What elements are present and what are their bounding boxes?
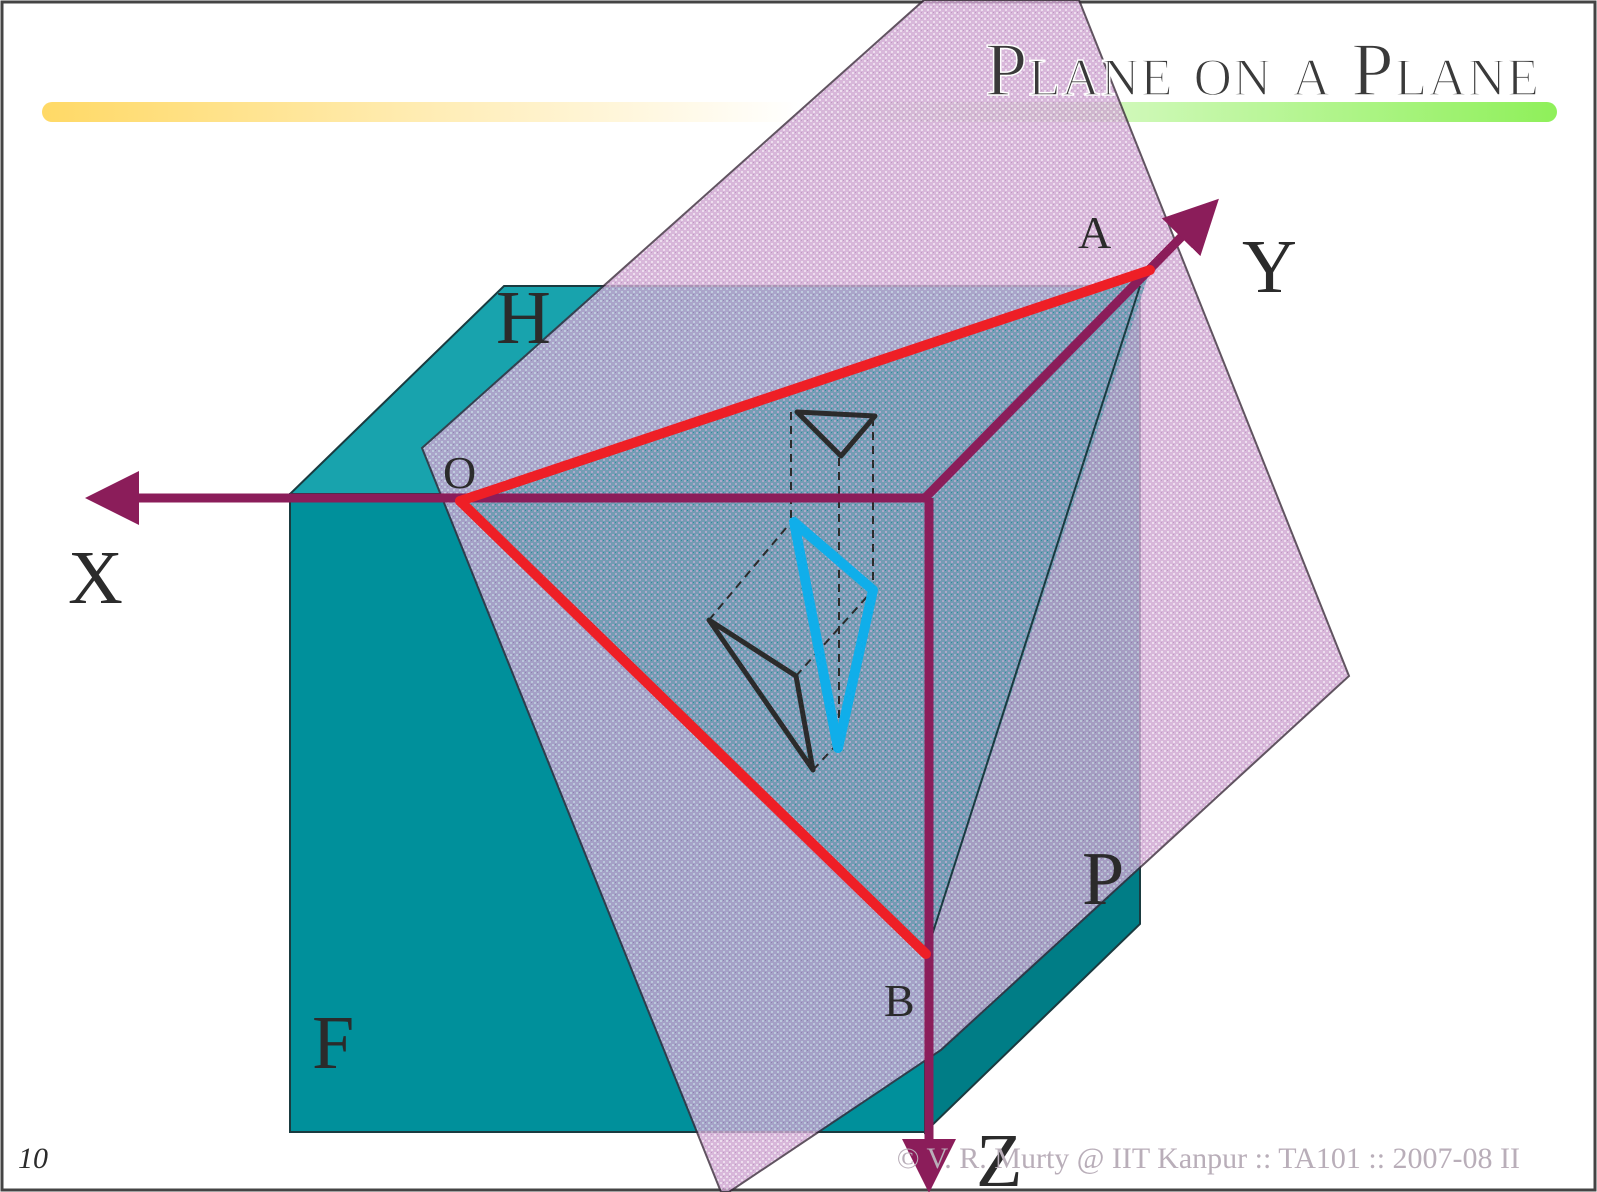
label-horizontal-plane: H: [496, 276, 551, 360]
label-point-a: A: [1078, 207, 1111, 258]
page-number: 10: [18, 1142, 48, 1175]
top-view-triangle: [794, 409, 878, 459]
label-x-axis: X: [68, 536, 123, 620]
label-y-axis: Y: [1242, 225, 1297, 309]
projector-lines: [708, 412, 874, 771]
label-frontal-plane: F: [312, 1001, 354, 1085]
label-point-o: O: [443, 447, 476, 498]
label-z-axis: Z: [976, 1119, 1022, 1192]
front-view-triangle: [706, 617, 816, 773]
label-point-b: B: [884, 975, 915, 1026]
footer-credit: © V. R. Murty @ IIT Kanpur :: TA101 :: 2…: [897, 1142, 1520, 1175]
label-profile-plane: P: [1082, 837, 1124, 921]
red-traces: [455, 265, 1155, 959]
slide-title: Plane on a Plane: [985, 28, 1540, 112]
y-axis: [921, 198, 1219, 502]
trace-ab-thin: [925, 285, 1141, 955]
projection-triangle-blue: [789, 517, 878, 753]
